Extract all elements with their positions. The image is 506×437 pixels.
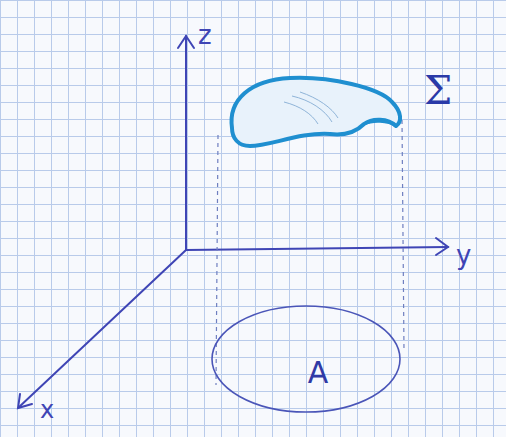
axis-label: y bbox=[456, 242, 471, 268]
z-axis bbox=[185, 36, 187, 250]
projection-line bbox=[402, 120, 404, 352]
y-axis bbox=[186, 247, 448, 250]
axis-label: z bbox=[198, 22, 212, 48]
y-arrowhead bbox=[436, 238, 448, 255]
surface-label: Σ bbox=[424, 70, 452, 110]
ellipse-outline bbox=[210, 304, 402, 414]
surface-sigma bbox=[232, 78, 401, 146]
x-arrowhead bbox=[18, 394, 32, 408]
axis-label: x bbox=[40, 398, 54, 422]
region-label: A bbox=[308, 358, 329, 388]
region-ellipse: A bbox=[210, 304, 402, 414]
x-axis bbox=[18, 250, 186, 408]
projection-line bbox=[216, 135, 218, 385]
z-arrowhead bbox=[178, 36, 194, 48]
